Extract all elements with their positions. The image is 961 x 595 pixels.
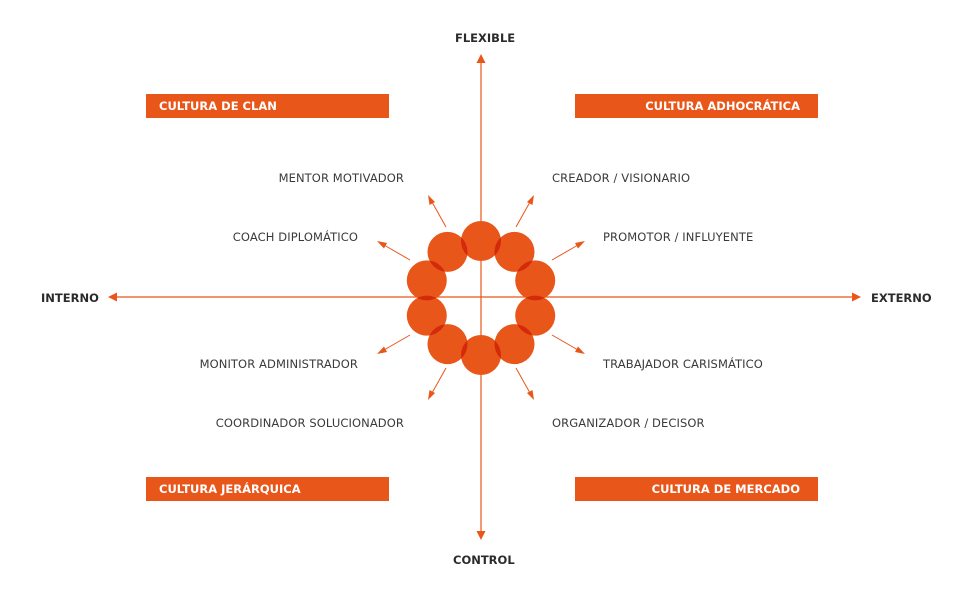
quadrant-banner-clan: CULTURA DE CLAN [146,94,389,118]
axis-label-right: EXTERNO [871,291,932,305]
quadrant-banner-jerarquica: CULTURA JERÁRQUICA [146,477,389,501]
role-label-monitor: MONITOR ADMINISTRADOR [199,357,358,371]
role-label-creador: CREADOR / VISIONARIO [552,171,691,185]
axis-label-top: FLEXIBLE [455,31,516,45]
role-label-promotor: PROMOTOR / INFLUYENTE [603,230,754,244]
arrow-coordinador-icon [428,367,447,400]
arrow-down-icon [476,531,486,540]
role-label-trabajador: TRABAJADOR CARISMÁTICO [603,357,763,371]
axis-label-left: INTERNO [41,291,99,305]
arrow-left-icon [108,292,117,302]
ring-circle [406,260,447,301]
arrow-creador-icon [515,195,534,228]
arrow-coach-icon [377,241,411,261]
ring-circle [461,221,501,261]
ring-circle [515,260,556,301]
axis-label-bottom: CONTROL [453,553,515,567]
arrow-trabajador-icon [551,334,585,354]
role-label-coordinador: COORDINADOR SOLUCIONADOR [215,416,404,430]
ring-circle [406,295,447,336]
axis-lines [108,54,861,540]
role-arrows [377,195,585,400]
quadrant-banner-mercado: CULTURA DE MERCADO [575,477,818,501]
ring-circle [427,231,468,272]
arrow-mentor-icon [428,195,447,228]
role-label-mentor: MENTOR MOTIVADOR [278,171,404,185]
arrow-right-icon [852,292,861,302]
arrow-up-icon [476,54,486,63]
ring-circle [427,324,468,365]
ring-circle [494,324,535,365]
ring-circle [515,295,556,336]
role-label-coach: COACH DIPLOMÁTICO [232,230,358,244]
arrow-promotor-icon [551,241,585,261]
quadrant-banner-adhocratica: CULTURA ADHOCRÁTICA [575,94,818,118]
ring-circle [494,231,535,272]
ring-circle [461,335,501,375]
circle-ring [406,221,556,375]
arrow-monitor-icon [377,334,411,354]
role-label-organizador: ORGANIZADOR / DECISOR [552,416,705,430]
arrow-organizador-icon [515,367,534,400]
